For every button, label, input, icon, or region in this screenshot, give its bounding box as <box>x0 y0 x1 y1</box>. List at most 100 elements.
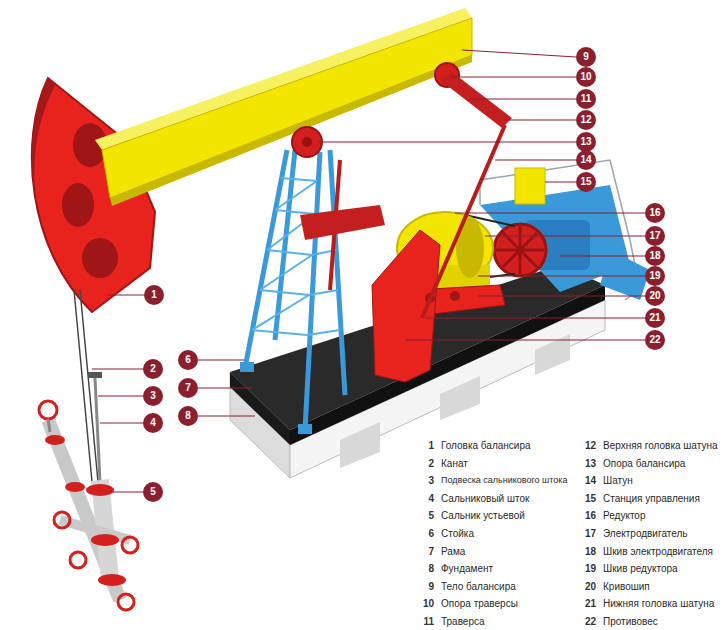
callout-circle: 14 <box>576 150 596 170</box>
callout-number: 12 <box>580 115 591 125</box>
callout-number: 18 <box>649 251 660 261</box>
callout-circle: 16 <box>645 203 665 223</box>
tower <box>245 150 345 430</box>
crank-back <box>300 205 385 240</box>
legend-number: 17 <box>585 528 596 540</box>
legend-text: Кривошип <box>603 581 650 593</box>
legend-text: Электродвигатель <box>603 528 687 540</box>
legend-number: 19 <box>585 563 596 575</box>
saddle-bearing-hub <box>302 137 312 147</box>
callout-number: 22 <box>649 335 660 345</box>
foundation-niche <box>340 422 380 468</box>
legend-text: Верхняя головка шатуна <box>603 440 717 452</box>
callout-number: 8 <box>185 411 191 421</box>
callout-number: 10 <box>580 72 591 82</box>
counterweight <box>372 230 440 382</box>
legend-number: 18 <box>585 546 596 558</box>
legend-text: Рама <box>441 546 465 558</box>
tower-foot <box>240 362 254 372</box>
legend-number: 9 <box>428 581 434 593</box>
carrier-bar <box>88 372 102 378</box>
legend-number: 22 <box>585 616 596 628</box>
legend-text: Стойка <box>441 528 474 540</box>
legend-number: 8 <box>428 563 434 575</box>
legend-text: Сальниковый шток <box>441 493 529 505</box>
callout-number: 4 <box>150 418 156 428</box>
legend-text: Редуктор <box>603 510 646 522</box>
callout-number: 19 <box>649 271 660 281</box>
callout-circle: 8 <box>178 406 198 426</box>
callout-circle: 4 <box>143 413 163 433</box>
callout-number: 9 <box>583 52 589 62</box>
callout-circle: 19 <box>645 266 665 286</box>
leader-lines <box>92 50 645 492</box>
pulley-spokes <box>496 226 544 274</box>
legend-number: 15 <box>585 493 596 505</box>
callout-circle: 15 <box>576 172 596 192</box>
callout-number: 13 <box>580 137 591 147</box>
head-opening <box>82 238 118 278</box>
legend-text: Фундамент <box>441 563 493 575</box>
control-box <box>515 168 545 204</box>
callout-circle: 6 <box>178 350 198 370</box>
callout-number: 21 <box>649 313 660 323</box>
legend-number: 4 <box>428 493 434 505</box>
callout-number: 3 <box>150 391 156 401</box>
legend-text: Станция управления <box>603 493 700 505</box>
callout-number: 11 <box>581 94 592 104</box>
callout-circle: 13 <box>576 132 596 152</box>
legend-text: Нижняя головка шатуна <box>603 598 714 610</box>
legend-number: 20 <box>585 581 596 593</box>
callout-number: 1 <box>151 290 157 300</box>
legend-number: 2 <box>428 458 434 470</box>
callout-circle: 7 <box>178 378 198 398</box>
callout-circle: 17 <box>645 226 665 246</box>
callout-circle: 9 <box>576 47 596 67</box>
legend-number: 13 <box>585 458 596 470</box>
foundation-niche <box>440 376 480 420</box>
callout-circle: 3 <box>143 386 163 406</box>
callout-number: 20 <box>649 291 660 301</box>
callout-circle: 12 <box>576 110 596 130</box>
legend-text: Траверса <box>441 616 485 628</box>
legend-text: Канат <box>441 458 468 470</box>
crank-pin <box>450 291 460 301</box>
callout-number: 7 <box>185 383 191 393</box>
callout-number: 15 <box>580 177 591 187</box>
legend-text: Опора балансира <box>603 458 685 470</box>
callout-circle: 1 <box>144 285 164 305</box>
legend-text: Шкив редуктора <box>603 563 678 575</box>
saddle-bearing <box>292 127 322 157</box>
legend-number: 21 <box>585 598 596 610</box>
callout-circle: 10 <box>576 67 596 87</box>
callout-number: 16 <box>649 208 660 218</box>
beam-bottom <box>110 55 472 206</box>
callout-circle: 20 <box>645 286 665 306</box>
legend-number: 16 <box>585 510 596 522</box>
callout-circle: 5 <box>143 482 163 502</box>
legend-number: 3 <box>428 475 434 487</box>
callout-number: 2 <box>150 364 156 374</box>
polished-rod <box>95 378 100 482</box>
head-opening <box>62 183 94 227</box>
legend-text: Опора траверсы <box>441 598 518 610</box>
callout-circle: 11 <box>576 89 596 109</box>
callout-number: 5 <box>150 487 156 497</box>
legend-number: 1 <box>428 440 434 452</box>
legend-text: Тело балансира <box>441 581 516 593</box>
callout-circle: 21 <box>645 308 665 328</box>
legend-text: Головка балансира <box>441 440 531 452</box>
ladder <box>600 250 650 300</box>
pitman <box>422 125 505 318</box>
callout-number: 17 <box>649 231 660 241</box>
callout-circle: 2 <box>143 359 163 379</box>
legend-text: Сальник устьевой <box>441 510 525 522</box>
beam-front <box>102 18 472 198</box>
equalizer <box>440 72 512 128</box>
legend-text: Противовес <box>603 616 658 628</box>
legend-number: 12 <box>585 440 596 452</box>
legend-number: 7 <box>428 546 434 558</box>
frame-side <box>230 372 290 445</box>
legend-number: 10 <box>423 598 434 610</box>
